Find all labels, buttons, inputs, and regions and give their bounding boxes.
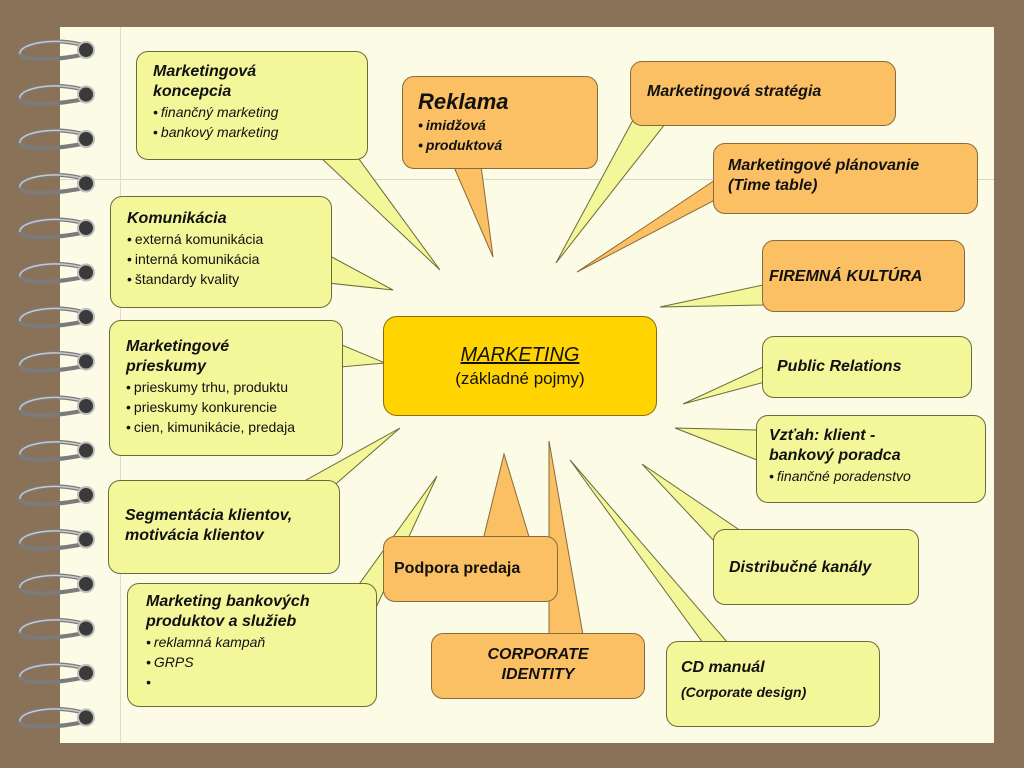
bullet: • [126,399,131,415]
node-corporate-identity: CORPORATE IDENTITY [431,633,645,699]
node-title: bankový poradca [769,447,901,464]
node-title: Marketing bankových [146,593,310,610]
node-title: koncepcia [153,83,232,100]
bullet: • [146,654,151,670]
list-item: •interná komunikácia [127,251,260,267]
node-title: Marketingové [126,338,230,355]
binding-ring [18,306,95,329]
node-title: prieskumy [126,358,207,375]
binding-ring [18,261,95,284]
binding-ring [18,439,95,462]
tail-reklama [449,157,494,258]
node-title: CD manuál [681,659,765,676]
tail-koncepcia [316,154,441,271]
bullet: • [153,104,158,120]
list-item: •prieskumy konkurencie [126,399,278,415]
node-title: Segmentácia klientov, [125,507,293,524]
node-public-relations: Public Relations [762,336,972,398]
node-podpora-predaja: Podpora predaja [383,536,558,602]
central-title: MARKETING [460,344,580,366]
list-item: • [146,672,376,692]
list-item: •štandardy kvality [127,271,240,287]
node-title: FIREMNÁ KULTÚRA [769,268,923,285]
node-marketing-bankovych-produktov: Marketing bankových produktov a služieb … [127,583,377,707]
binding-ring [18,484,95,507]
binding-ring [18,83,95,106]
bullet: • [127,251,132,267]
central-subtitle: (základné pojmy) [455,369,585,388]
node-cd-manual: CD manuál (Corporate design) [666,641,880,727]
binding-ring [18,350,95,373]
node-title: Vzťah: klient - [769,427,876,444]
list-item: •GRPS [146,654,194,670]
node-vztah-klient-poradca: Vzťah: klient - bankový poradca •finančn… [756,415,986,503]
spiral-binding [18,39,95,729]
tail-komunikacia [327,254,394,291]
node-title: Public Relations [777,358,902,375]
tail-pr [682,365,766,405]
list-item: •cien, kimunikácie, predaja [126,419,295,435]
bullet: • [418,137,423,153]
list-item: •produktová [418,137,503,153]
node-reklama: Reklama •imidžová •produktová [402,76,598,169]
list-item: •finančné poradenstvo [769,468,911,484]
node-distribucne-kanaly: Distribučné kanály [713,529,919,605]
bullet: • [126,379,131,395]
bullet: • [418,117,423,133]
node-title: (Time table) [728,177,818,194]
tail-vztah [674,427,758,461]
tail-cdmanual [569,459,730,644]
node-marketingove-prieskumy: Marketingové prieskumy •prieskumy trhu, … [109,320,343,456]
node-marketingova-koncepcia: Marketingová koncepcia •finančný marketi… [136,51,368,160]
node-title: Distribučné kanály [729,559,872,576]
node-title: CORPORATE [487,646,589,663]
list-item: •reklamná kampaň [146,634,266,650]
node-firemna-kultura: FIREMNÁ KULTÚRA [762,240,965,312]
bullet: • [146,674,151,690]
binding-ring [18,617,95,640]
node-title: Podpora predaja [394,560,521,577]
node-title: produktov a služieb [146,613,297,630]
node-title: Reklama [418,89,509,114]
list-item: •prieskumy trhu, produktu [126,379,288,395]
list-item: •finančný marketing [153,104,279,120]
list-item: •imidžová [418,117,486,133]
binding-ring [18,395,95,418]
binding-ring [18,217,95,240]
node-title: Marketingová [153,63,257,80]
binding-ring [18,128,95,151]
node-subtitle: (Corporate design) [681,684,807,700]
bullet: • [769,468,774,484]
bullet: • [146,634,151,650]
bullet: • [126,419,131,435]
binding-ring [18,573,95,596]
node-marketingova-strategia: Marketingová stratégia [630,61,896,126]
bullet: • [153,124,158,140]
tail-podpora [482,452,531,541]
binding-ring [18,39,95,62]
bullet: • [127,271,132,287]
binding-ring [18,172,95,195]
binding-ring [18,706,95,729]
tail-kultura [659,284,764,308]
node-komunikacia: Komunikácia •externá komunikácia •intern… [110,196,332,308]
list-item: •externá komunikácia [127,231,264,247]
node-segmentacia-klientov: Segmentácia klientov, motivácia klientov [108,480,340,574]
node-title: Komunikácia [127,210,227,227]
list-item: •bankový marketing [153,124,279,140]
node-title: motivácia klientov [125,527,264,544]
bullet: • [127,231,132,247]
binding-ring [18,528,95,551]
node-marketingove-planovanie: Marketingové plánovanie (Time table) [713,143,978,214]
page-rule-line [60,179,994,180]
node-title: IDENTITY [501,666,575,683]
central-node-marketing: MARKETING (základné pojmy) [383,316,657,416]
binding-ring [18,662,95,685]
node-title: Marketingové plánovanie [728,157,920,174]
node-title: Marketingová stratégia [647,83,822,100]
